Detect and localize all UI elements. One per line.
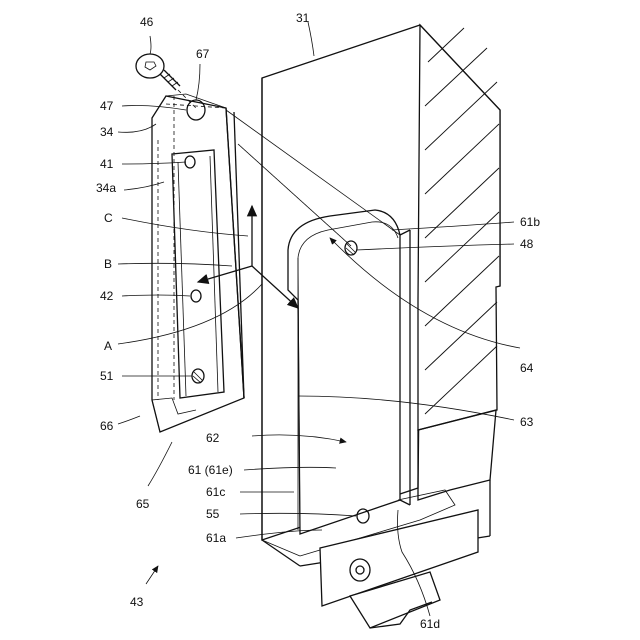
label-b: B	[104, 257, 112, 271]
label-51: 51	[100, 369, 114, 383]
label-65: 65	[136, 497, 150, 511]
label-a: A	[104, 339, 112, 353]
label-34: 34	[100, 125, 114, 139]
label-62: 62	[206, 431, 220, 445]
label-48: 48	[520, 237, 534, 251]
label-47: 47	[100, 99, 114, 113]
label-46: 46	[140, 15, 154, 29]
arrow-43	[146, 566, 158, 584]
main-block-31	[262, 25, 500, 566]
bottom-clamp	[320, 510, 478, 628]
label-42: 42	[100, 289, 114, 303]
label-31: 31	[296, 11, 310, 25]
label-55: 55	[206, 507, 220, 521]
label-c: C	[104, 211, 113, 225]
label-66: 66	[100, 419, 114, 433]
label-61b: 61b	[520, 215, 540, 229]
label-34a: 34a	[96, 181, 116, 195]
label-64: 64	[520, 361, 534, 375]
label-63: 63	[520, 415, 534, 429]
label-43: 43	[130, 595, 144, 609]
label-41: 41	[100, 157, 114, 171]
label-61c: 61c	[206, 485, 225, 499]
label-61a: 61a	[206, 531, 226, 545]
label-61-61e: 61 (61e)	[188, 463, 233, 477]
recess-61	[288, 210, 400, 534]
label-61d: 61d	[420, 617, 440, 631]
label-67: 67	[196, 47, 210, 61]
